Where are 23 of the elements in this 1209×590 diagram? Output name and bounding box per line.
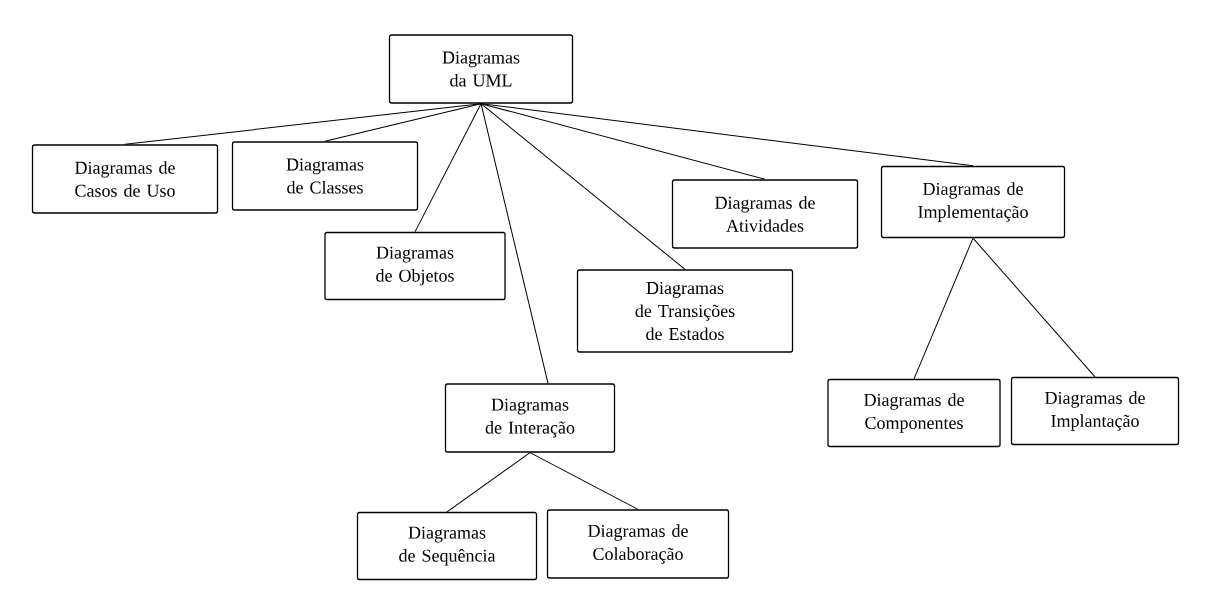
diagram-box: Diagramas de Atividades — [671, 179, 859, 249]
diagram-box: Diagramas de Implementação — [880, 165, 1066, 239]
diagram-box: Diagramas de Componentes — [827, 378, 1001, 448]
diagram-box: Diagramas de Casos de Uso — [31, 144, 219, 214]
diagram-box: Diagramas de Sequência — [356, 511, 538, 581]
diagram-box: Diagramas de Objetos — [324, 231, 506, 301]
diagram-box: Diagramas de Colaboração — [546, 509, 730, 579]
connector-line — [414, 103, 482, 233]
connector-line — [972, 237, 1096, 378]
diagram-box: Diagramas de Classes — [231, 141, 419, 211]
connector-line — [913, 237, 974, 380]
diagram-box: Diagramas de Interação — [444, 383, 616, 453]
connector-line — [480, 103, 549, 384]
diagram-box: Diagramas de Implantação — [1010, 376, 1180, 446]
connector-line — [324, 103, 482, 142]
connector-line — [446, 452, 531, 513]
connector-line — [124, 103, 482, 145]
diagram-box: Diagramas da UML — [388, 34, 574, 104]
connector-line — [529, 452, 639, 510]
connector-line — [480, 103, 686, 270]
connector-line — [480, 103, 974, 167]
diagram-box: Diagramas de Transições de Estados — [576, 269, 794, 353]
connector-line — [480, 103, 766, 180]
